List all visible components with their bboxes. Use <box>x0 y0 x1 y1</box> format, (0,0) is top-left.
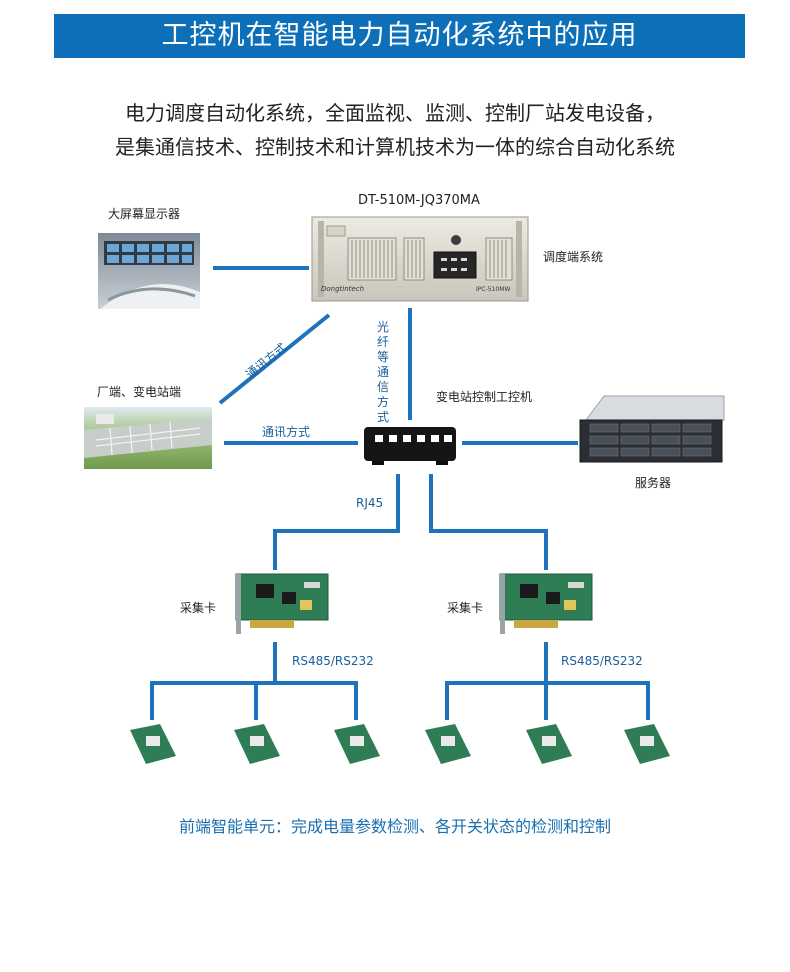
front-end-unit-1 <box>130 724 176 764</box>
page-title: 工控机在智能电力自动化系统中的应用 <box>54 14 745 58</box>
comm-method-label: 通讯方式 <box>262 425 311 439</box>
rs485-left-label: RS485/RS232 <box>292 654 374 668</box>
ipc-model-label: DT-510M-JQ370MA <box>358 193 480 208</box>
intro-line-2: 是集通信技术、控制技术和计算机技术为一体的综合自动化系统 <box>115 135 675 159</box>
large-screen-label: 大屏幕显示器 <box>108 207 181 221</box>
ipc-brand-text: Dongtintech <box>321 285 365 293</box>
footer-caption: 前端智能单元：完成电量参数检测、各开关状态的检测和控制 <box>178 817 611 836</box>
daq-card-right-image <box>499 573 593 634</box>
network-switch-image <box>364 427 456 465</box>
front-end-unit-3 <box>334 724 380 764</box>
dispatch-system-label: 调度端系统 <box>543 250 604 264</box>
industrial-pc-image <box>311 216 529 302</box>
plant-substation-label: 厂端、变电站端 <box>97 385 182 399</box>
server-image <box>579 395 725 463</box>
intro-line-1: 电力调度自动化系统，全面监视、监测、控制厂站发电设备， <box>125 101 665 125</box>
rj45-label: RJ45 <box>356 496 384 510</box>
daq-card-left-label: 采集卡 <box>180 601 217 615</box>
control-room-image <box>98 233 200 309</box>
daq-card-left-image <box>235 573 329 634</box>
front-end-unit-6 <box>624 724 670 764</box>
server-label: 服务器 <box>635 476 672 490</box>
rs485-right-label: RS485/RS232 <box>561 654 643 668</box>
fiber-comm-label: 光纤等通信方式 <box>376 320 389 424</box>
substation-ipc-label: 变电站控制工控机 <box>436 390 533 404</box>
substation-image <box>84 407 212 469</box>
ipc-badge-text: IPC-510MW <box>476 286 511 293</box>
connection-lines <box>150 266 650 720</box>
daq-card-right-label: 采集卡 <box>447 601 484 615</box>
front-end-unit-5 <box>526 724 572 764</box>
front-end-unit-4 <box>425 724 471 764</box>
front-end-unit-2 <box>234 724 280 764</box>
